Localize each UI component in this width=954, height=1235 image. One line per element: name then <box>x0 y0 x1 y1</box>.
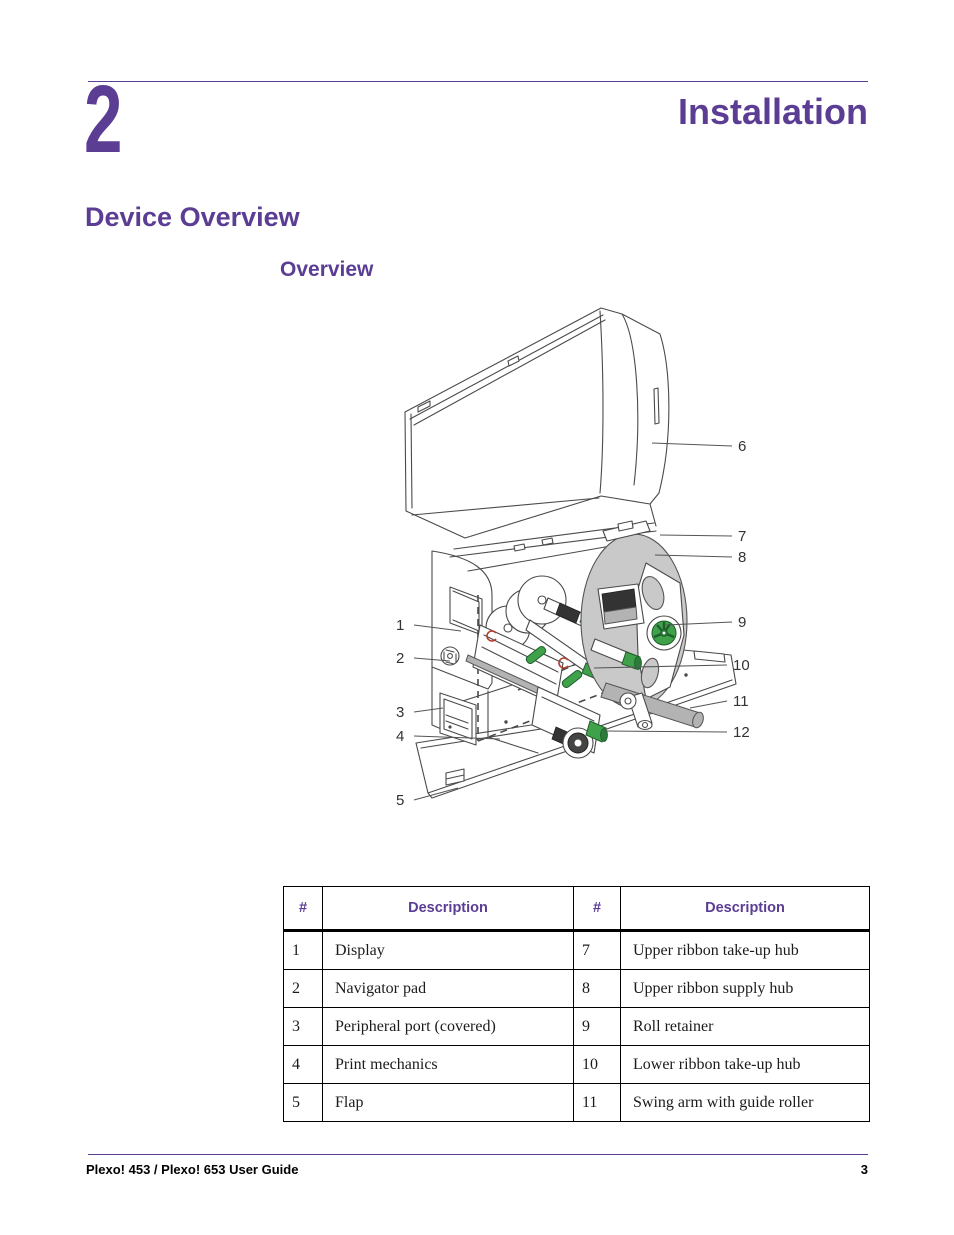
part-description: Lower ribbon take-up hub <box>620 1045 870 1084</box>
callout-5: 5 <box>396 792 404 809</box>
roll-retainer-knob <box>646 615 682 651</box>
lid <box>404 307 670 539</box>
part-number: 1 <box>283 930 323 970</box>
footer-page-number: 3 <box>860 1162 868 1177</box>
part-number: 4 <box>283 1045 323 1084</box>
part-number: 5 <box>283 1083 323 1122</box>
navigator-pad <box>440 646 460 666</box>
callout-4: 4 <box>396 728 404 745</box>
header-rule <box>88 81 868 82</box>
part-description: Roll retainer <box>620 1007 870 1046</box>
part-number: 10 <box>573 1045 621 1084</box>
table-row: 1 Display 7 Upper ribbon take-up hub <box>283 930 870 970</box>
callout-6: 6 <box>738 438 746 455</box>
part-number: 7 <box>573 930 621 970</box>
printer-diagram: 1 2 3 4 5 6 7 8 9 10 11 12 <box>396 307 750 809</box>
part-description: Navigator pad <box>322 969 574 1008</box>
part-description: Upper ribbon take-up hub <box>620 930 870 970</box>
part-description: Upper ribbon supply hub <box>620 969 870 1008</box>
part-description: Print mechanics <box>322 1045 574 1084</box>
footer-document-title: Plexo! 453 / Plexo! 653 User Guide <box>86 1162 299 1177</box>
part-number: 11 <box>573 1083 621 1122</box>
callout-numbers: 1 2 3 4 5 6 7 8 9 10 11 12 <box>396 438 750 809</box>
swing-arm <box>600 682 704 731</box>
callout-10: 10 <box>733 657 750 674</box>
section-title: Device Overview <box>85 202 300 232</box>
part-description: Peripheral port (covered) <box>322 1007 574 1046</box>
table-header-row: # Description # Description <box>283 886 870 932</box>
callout-11: 11 <box>733 693 749 710</box>
callout-2: 2 <box>396 650 404 667</box>
callout-8: 8 <box>738 549 746 566</box>
col-header-desc-right: Description <box>620 886 870 932</box>
callout-12: 12 <box>733 724 750 741</box>
part-description: Swing arm with guide roller <box>620 1083 870 1122</box>
table-row: 4 Print mechanics 10 Lower ribbon take-u… <box>283 1045 870 1084</box>
col-header-desc-left: Description <box>322 886 574 932</box>
chapter-title: Installation <box>677 91 868 132</box>
col-header-num-left: # <box>283 886 323 932</box>
callout-lines <box>413 442 733 801</box>
callout-7: 7 <box>738 528 746 545</box>
table-row: 3 Peripheral port (covered) 9 Roll retai… <box>283 1007 870 1046</box>
col-header-num-right: # <box>573 886 621 932</box>
part-number: 3 <box>283 1007 323 1046</box>
callout-1: 1 <box>396 617 404 634</box>
callout-9: 9 <box>738 614 746 631</box>
peripheral-port <box>439 692 477 746</box>
subsection-title: Overview <box>280 258 374 281</box>
footer-rule <box>88 1154 868 1155</box>
lid-hinge <box>602 503 657 542</box>
part-number: 2 <box>283 969 323 1008</box>
part-description: Display <box>322 930 574 970</box>
chapter-number: 2 <box>84 66 123 173</box>
parts-table: # Description # Description 1 Display 7 … <box>283 886 870 1122</box>
callout-3: 3 <box>396 704 404 721</box>
roll-retainer-disc <box>580 533 688 709</box>
part-number: 9 <box>573 1007 621 1046</box>
table-row: 5 Flap 11 Swing arm with guide roller <box>283 1083 870 1122</box>
part-description: Flap <box>322 1083 574 1122</box>
part-number: 8 <box>573 969 621 1008</box>
table-row: 2 Navigator pad 8 Upper ribbon supply hu… <box>283 969 870 1008</box>
